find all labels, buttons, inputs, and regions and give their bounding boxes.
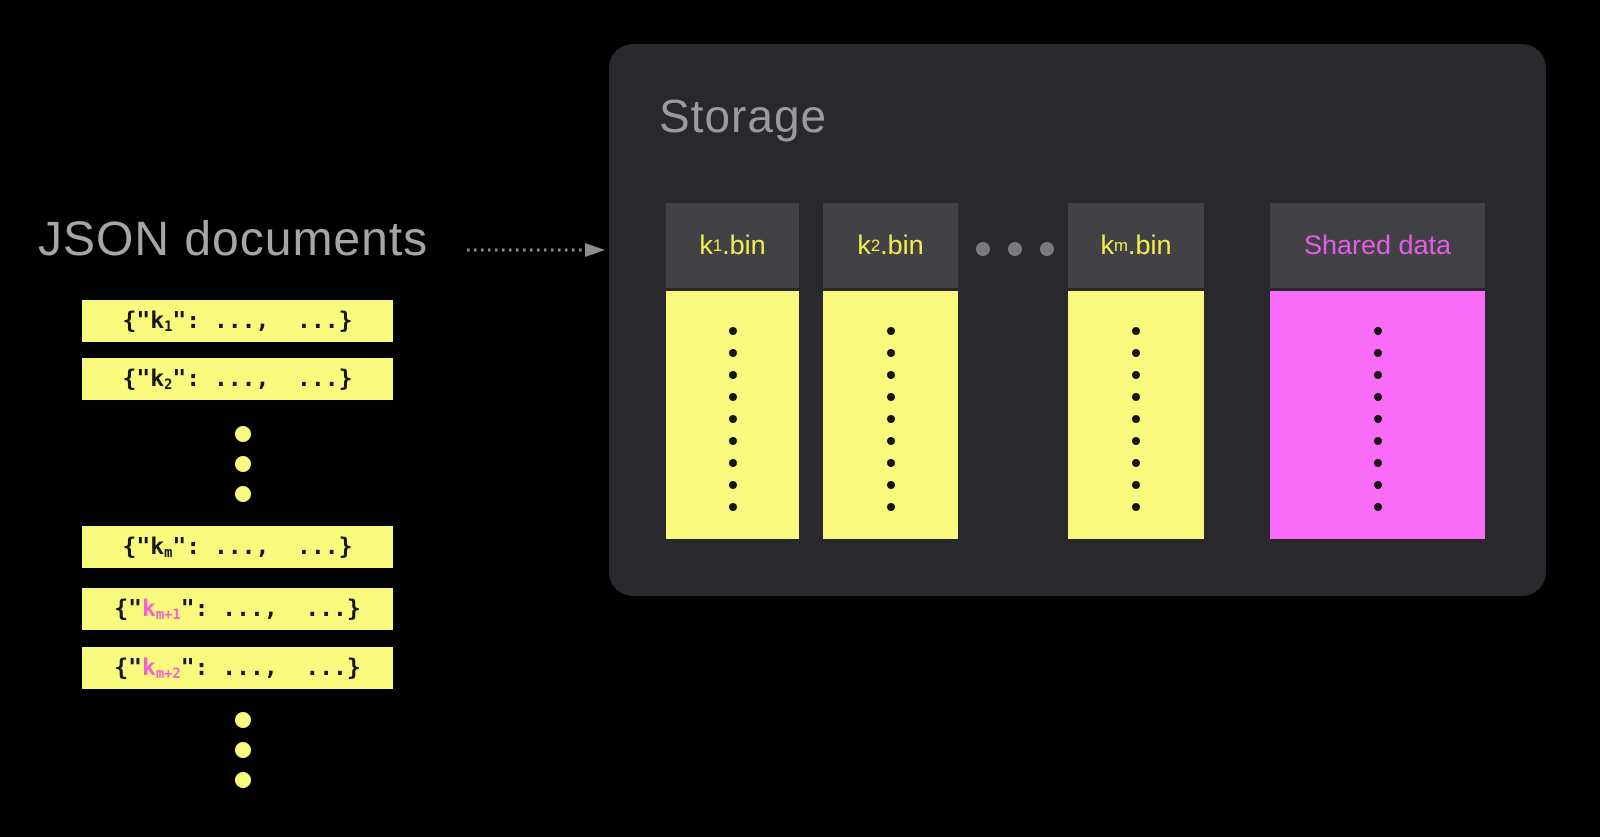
bin-body-shared-data (1270, 291, 1485, 539)
json-document-row-k1: {"k1": ..., ...} (82, 300, 393, 342)
dot (1132, 415, 1140, 423)
vertical-ellipsis-icon (235, 712, 251, 788)
dot (1132, 393, 1140, 401)
dot (728, 503, 737, 511)
dot (728, 459, 737, 467)
dot (1373, 371, 1382, 379)
bin-body-k1 (666, 291, 799, 539)
doc-text-post: ": ..., ...} (180, 596, 361, 622)
doc-text-pre: {" (122, 366, 151, 392)
doc-text-pre: {" (122, 534, 151, 560)
dot (1132, 459, 1140, 467)
dot (235, 712, 251, 728)
dot (235, 742, 251, 758)
json-document-text: {"km": ..., ...} (123, 534, 353, 560)
dot (1132, 503, 1140, 511)
dot (235, 426, 251, 442)
dot (1132, 327, 1140, 335)
doc-text-pre: {" (122, 308, 151, 334)
dot (235, 772, 251, 788)
bin-column-shared-data: Shared data (1270, 203, 1485, 539)
json-document-row-km1: {"km+1": ..., ...} (82, 588, 393, 630)
dot (1008, 242, 1022, 256)
dot (1132, 349, 1140, 357)
json-document-text: {"km+1": ..., ...} (114, 596, 361, 622)
dot (1373, 459, 1382, 467)
dot (728, 415, 737, 423)
dot (1373, 393, 1382, 401)
doc-key-highlighted: km+2 (141, 655, 181, 683)
doc-key: k1 (150, 308, 173, 336)
dot (1040, 242, 1054, 256)
dot (886, 415, 895, 423)
dot (1132, 481, 1140, 489)
json-document-row-km: {"km": ..., ...} (82, 526, 393, 568)
horizontal-ellipsis-icon (976, 242, 1054, 256)
dot (886, 481, 895, 489)
json-document-text: {"k1": ..., ...} (123, 308, 353, 334)
dot (886, 503, 895, 511)
dot (1132, 437, 1140, 445)
dot (235, 456, 251, 472)
dot (886, 393, 895, 401)
dot (1373, 349, 1382, 357)
dot (1132, 371, 1140, 379)
doc-key: km (150, 534, 173, 562)
dot (728, 437, 737, 445)
dot (1373, 481, 1382, 489)
dot (235, 486, 251, 502)
json-document-text: {"km+2": ..., ...} (114, 655, 361, 681)
json-document-row-k2: {"k2": ..., ...} (82, 358, 393, 400)
doc-key: k2 (150, 366, 173, 394)
doc-text-post: ": ..., ...} (172, 534, 353, 560)
dot (728, 327, 737, 335)
dot (1373, 503, 1382, 511)
right-arrow-icon (467, 243, 605, 257)
dot (1373, 327, 1382, 335)
dot (1373, 415, 1382, 423)
storage-title: Storage (659, 90, 828, 142)
dot (728, 349, 737, 357)
dot (976, 242, 990, 256)
doc-text-pre: {" (114, 655, 142, 681)
bin-body-km (1068, 291, 1204, 539)
dot (886, 371, 895, 379)
dot (728, 393, 737, 401)
json-document-text: {"k2": ..., ...} (123, 366, 353, 392)
doc-key-highlighted: km+1 (141, 596, 181, 624)
doc-text-pre: {" (114, 596, 142, 622)
json-document-row-km2: {"km+2": ..., ...} (82, 647, 393, 689)
doc-text-post: ": ..., ...} (180, 655, 361, 681)
vertical-ellipsis-icon (235, 426, 251, 502)
dot (1373, 437, 1382, 445)
dot (728, 371, 737, 379)
dot (728, 481, 737, 489)
doc-text-post: ": ..., ...} (172, 366, 353, 392)
dot (886, 327, 895, 335)
dot (886, 459, 895, 467)
json-documents-title: JSON documents (38, 213, 429, 266)
dot (886, 349, 895, 357)
doc-text-post: ": ..., ...} (172, 308, 353, 334)
dot (886, 437, 895, 445)
bin-header-shared-data: Shared data (1270, 203, 1485, 288)
bin-body-k2 (823, 291, 958, 539)
